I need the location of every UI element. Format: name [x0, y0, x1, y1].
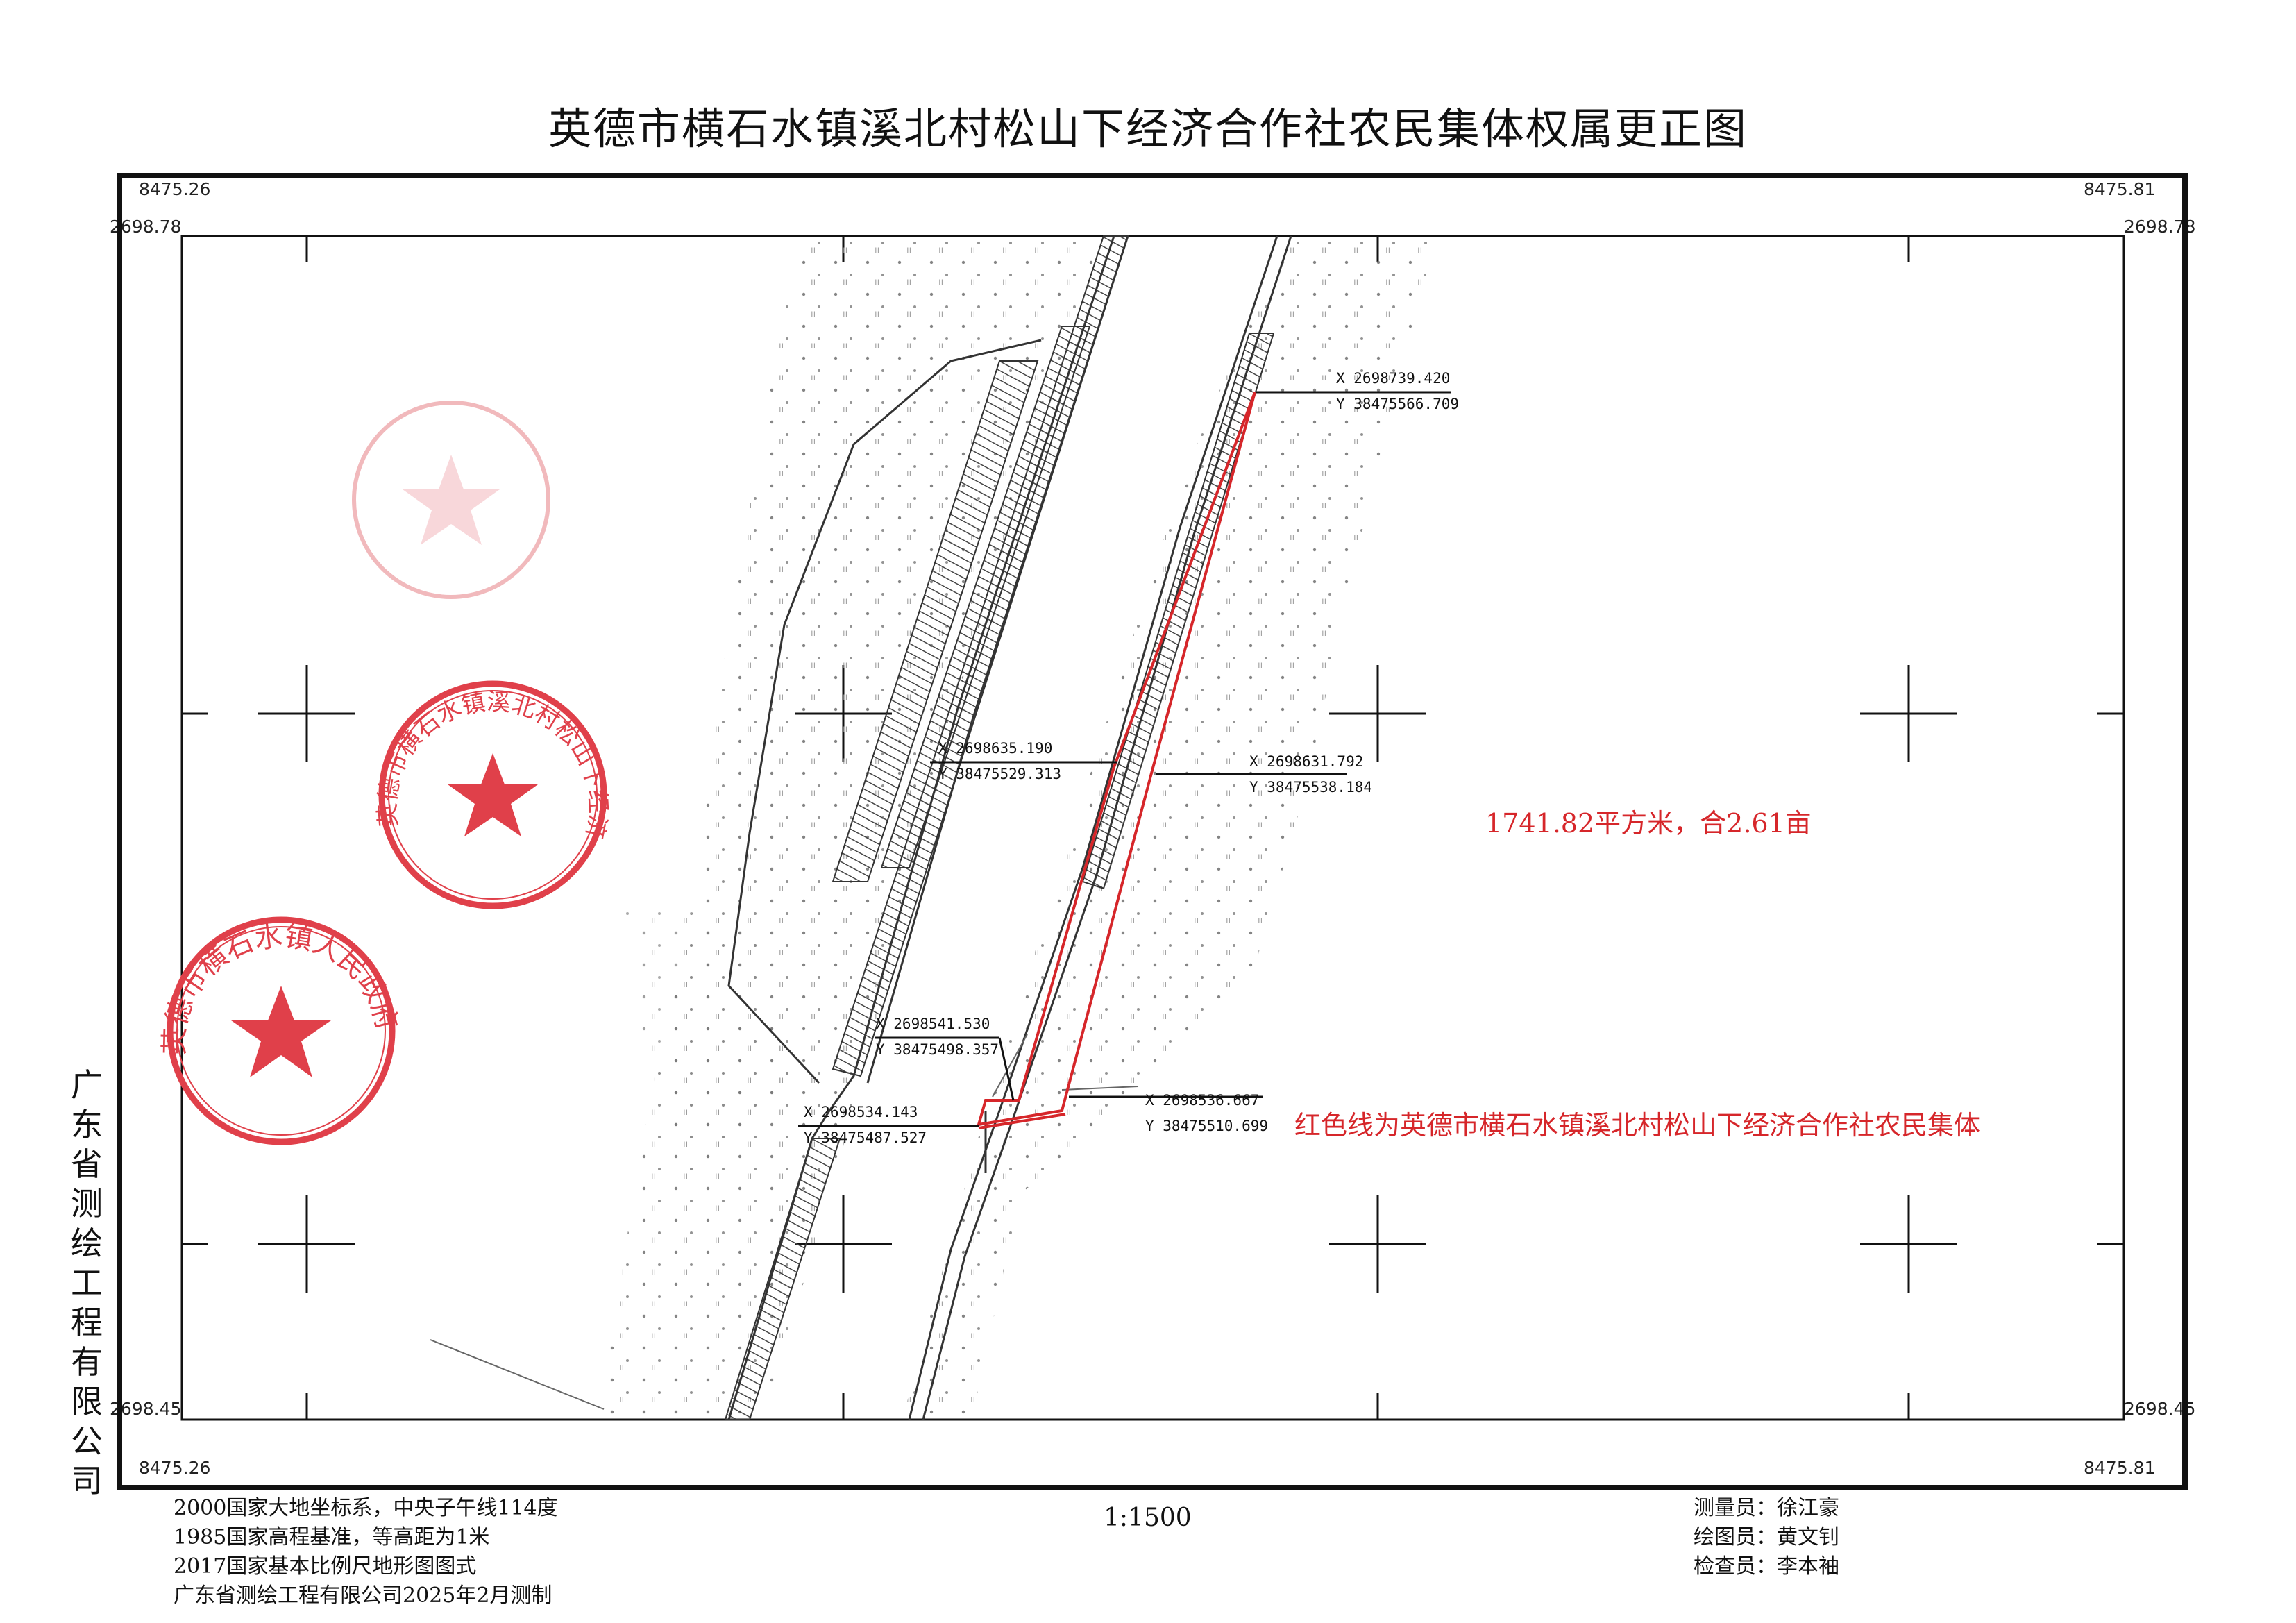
- footer-info: 2000国家大地坐标系，中央子午线114度 1985国家高程基准，等高距为1米 …: [174, 1494, 558, 1611]
- area-text: 1741.82平方米，合2.61亩: [1485, 808, 1812, 839]
- point-5-x: X 2698534.143: [804, 1104, 918, 1120]
- point-3-y: Y 38475538.184: [1249, 779, 1373, 796]
- footer-line-coordinate-system: 2000国家大地坐标系，中央子午线114度: [174, 1496, 558, 1520]
- company-vertical-char: 绘: [71, 1225, 103, 1262]
- stamp-faint: [352, 401, 550, 599]
- inner-frame: [180, 235, 2125, 1421]
- company-vertical-char: 限: [71, 1383, 103, 1420]
- point-1-y: Y 38475566.709: [1336, 396, 1460, 412]
- legend-text: 红色线为英德市横石水镇溪北村松山下经济合作社农民集体: [1294, 1110, 1981, 1141]
- checker-name: 李本袖: [1777, 1554, 1839, 1579]
- point-1-x: X 2698739.420: [1336, 370, 1451, 387]
- road-lines: [727, 235, 1292, 1420]
- company-vertical-char: 司: [71, 1462, 103, 1499]
- footer-line-elevation: 1985国家高程基准，等高距为1米: [174, 1525, 490, 1549]
- stamp-cooperative-seal: 英德市横石水镇溪北村松山下经济合作社: [0, 0, 612, 909]
- map-title: 英德市横石水镇溪北村松山下经济合作社农民集体权属更正图: [548, 103, 1748, 154]
- company-vertical-char: 东: [71, 1106, 103, 1143]
- red-boundary: [977, 392, 1256, 1129]
- point-2-y: Y 38475529.313: [938, 766, 1062, 782]
- company-vertical-char: 省: [71, 1145, 103, 1183]
- thin-lines: [430, 1034, 1139, 1410]
- corner-bottom-left-y: 8475.26: [139, 1458, 211, 1478]
- surveyor-name: 徐江豪: [1777, 1496, 1839, 1520]
- corner-bottom-right-y: 8475.81: [2084, 1458, 2156, 1478]
- corner-top-left-y: 8475.26: [139, 179, 211, 199]
- scale-label: 1:1500: [1104, 1504, 1192, 1532]
- corner-top-right-y: 8475.81: [2084, 179, 2156, 199]
- drafter-row: 绘图员：黄文钊: [1694, 1523, 1839, 1552]
- surveyor-label: 测量员：: [1694, 1496, 1777, 1520]
- point-4-y: Y 38475498.357: [876, 1041, 999, 1058]
- slope-hatching: [724, 235, 1275, 1420]
- staff-info: 测量员：徐江豪 绘图员：黄文钊 检查员：李本袖: [1694, 1494, 1839, 1581]
- company-vertical-label: 广东省测绘工程有限公司: [66, 1066, 108, 1501]
- surveyor-row: 测量员：徐江豪: [1694, 1494, 1839, 1523]
- stamp-government-seal: 英德市横石水镇人民政府: [159, 916, 403, 1145]
- checker-label: 检查员：: [1694, 1554, 1777, 1579]
- coordinate-leaders: [798, 391, 1451, 1127]
- drafter-name: 黄文钊: [1777, 1525, 1839, 1549]
- footer-line-symbols: 2017国家基本比例尺地形图图式: [174, 1554, 477, 1579]
- point-4-x: X 2698541.530: [876, 1016, 990, 1032]
- footer-line-producer: 广东省测绘工程有限公司2025年2月测制: [174, 1583, 552, 1608]
- checker-row: 检查员：李本袖: [1694, 1552, 1839, 1581]
- company-vertical-char: 程: [71, 1304, 103, 1341]
- company-vertical-char: 工: [71, 1264, 103, 1302]
- point-5-y: Y 38475487.527: [804, 1129, 927, 1146]
- company-vertical-char: 公: [71, 1422, 103, 1460]
- point-2-x: X 2698635.190: [938, 740, 1053, 757]
- point-3-x: X 2698631.792: [1249, 753, 1364, 770]
- drafter-label: 绘图员：: [1694, 1525, 1777, 1549]
- point-6-y: Y 38475510.699: [1145, 1118, 1269, 1134]
- company-vertical-char: 测: [71, 1185, 103, 1222]
- outer-frame: [117, 173, 2188, 1490]
- company-vertical-char: 有: [71, 1343, 103, 1381]
- point-6-x: X 2698536.667: [1145, 1092, 1260, 1109]
- company-vertical-char: 广: [71, 1066, 103, 1104]
